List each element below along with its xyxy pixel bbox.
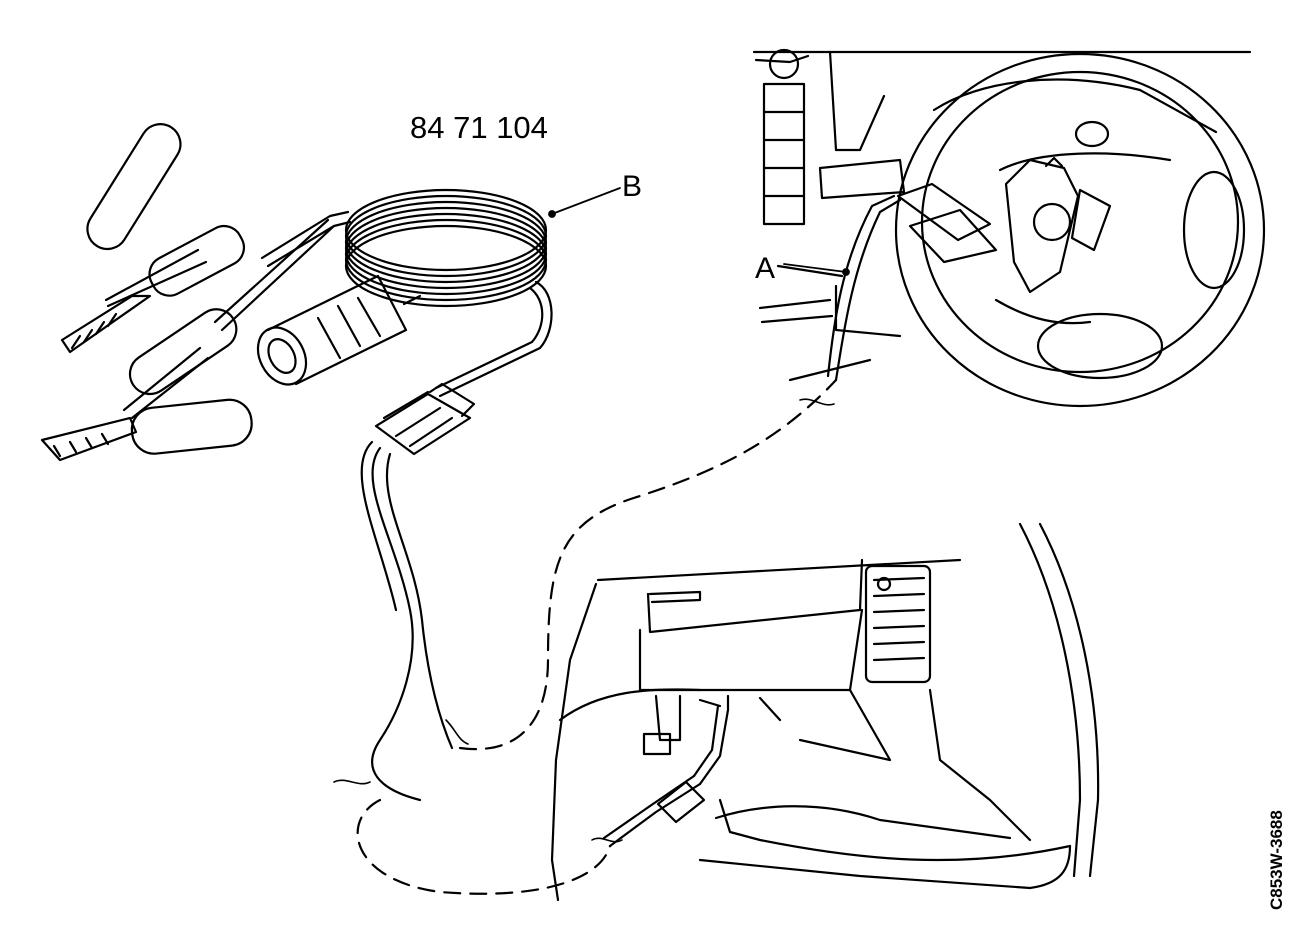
break-marks <box>333 398 835 843</box>
steering-column-connector <box>896 156 1112 294</box>
callout-b-label: B <box>622 170 643 203</box>
dashed-routing <box>356 378 838 895</box>
cable-coil <box>344 188 548 308</box>
lower-clip <box>40 308 253 462</box>
lower-dash <box>550 522 1100 902</box>
dashboard-panel <box>752 48 1252 382</box>
steering-wheel <box>894 52 1266 408</box>
leader-lines <box>548 187 850 276</box>
clip-leads <box>213 210 352 332</box>
callout-a-label: A <box>755 252 776 285</box>
harness-a <box>776 194 902 382</box>
tool-connector <box>374 382 476 456</box>
tool-lead <box>434 280 553 398</box>
upper-clip <box>60 123 246 354</box>
lighter-plug <box>256 274 422 386</box>
figure-code-label: C853W-3688 <box>1267 810 1286 910</box>
glovebox <box>596 558 962 762</box>
glovebox-lead <box>602 694 730 848</box>
part-number-label: 84 71 104 <box>410 110 548 145</box>
harness-wires <box>360 440 454 802</box>
